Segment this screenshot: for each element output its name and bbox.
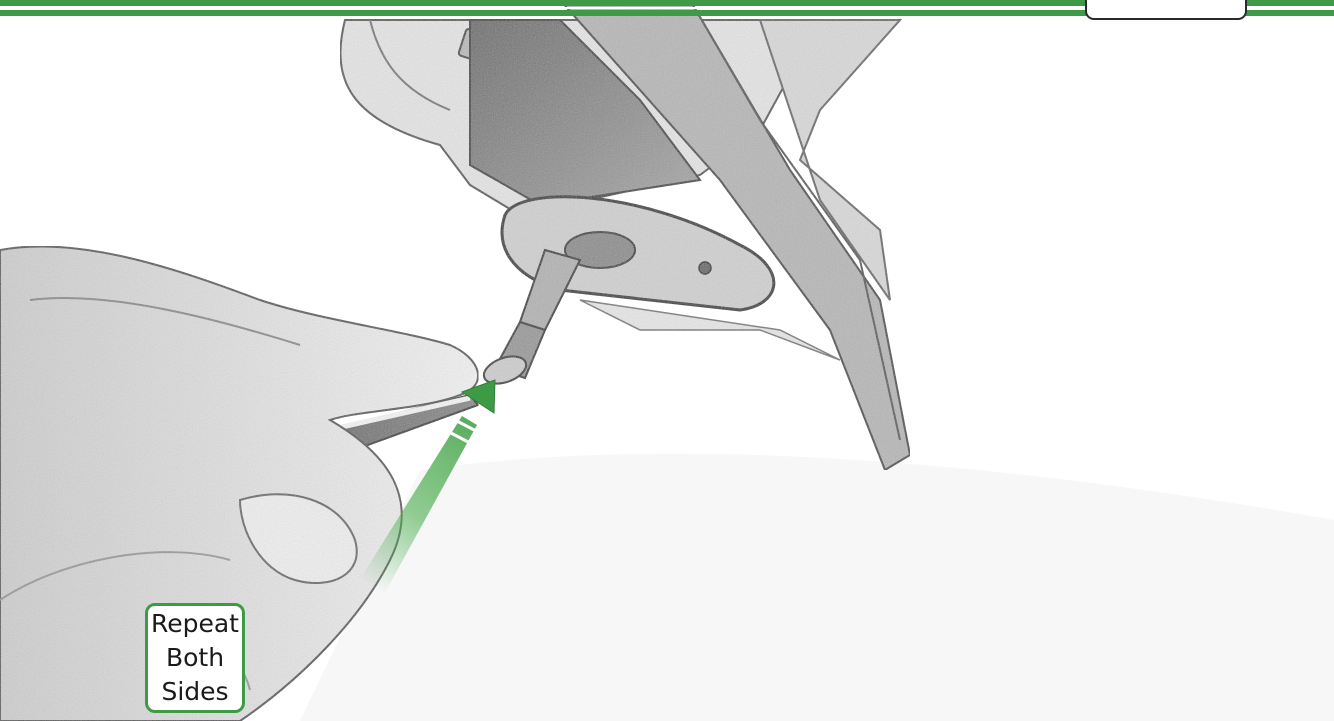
step-number-glyph	[1087, 0, 1249, 22]
callout-line-2: Both Sides	[161, 643, 228, 706]
repeat-both-sides-callout: Repeat Both Sides	[145, 603, 245, 713]
callout-line-1: Repeat	[151, 609, 239, 638]
step-number-tab	[1085, 0, 1247, 20]
callout-text: Repeat Both Sides	[148, 607, 242, 709]
